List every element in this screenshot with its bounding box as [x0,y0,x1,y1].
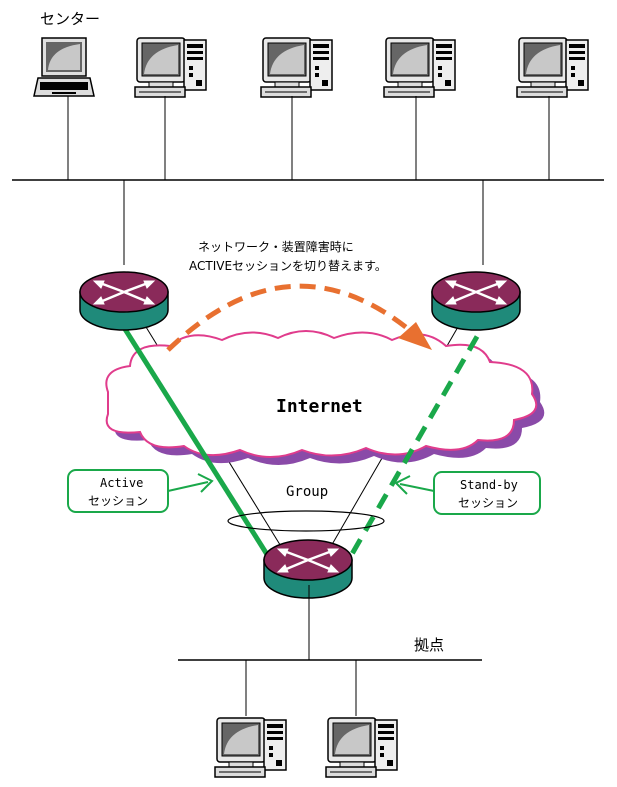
center-label: センター [40,10,100,28]
active-session-callout: Active セッション [67,469,214,513]
branch-label: 拠点 [414,636,444,654]
branch-desktop-icon-1 [214,717,287,778]
annotation-line-2: ACTIVEセッションを切り替えます。 [189,259,387,273]
center-router-left-icon [78,270,170,332]
branch-router-icon [262,538,354,600]
failover-arrowhead [398,322,432,350]
center-desktop-icon-1 [134,37,207,98]
group-ellipse [227,510,385,532]
center-desktop-icon-2 [260,37,333,98]
active-callout-line-1: Active [100,476,143,490]
center-laptop-icon [33,37,95,97]
center-router-right-icon [430,270,522,332]
active-session-line [115,316,271,558]
group-label: Group [286,484,328,500]
center-desktop-icon-4 [516,37,589,98]
standby-callout-line-1: Stand-by [460,478,518,492]
active-callout-line-2: セッション [88,494,148,508]
internet-cloud-icon [105,330,538,458]
internet-label: Internet [276,396,363,417]
standby-session-callout: Stand-by セッション [394,471,541,515]
center-drop-lines [67,96,550,180]
annotation-line-1: ネットワーク・装置障害時に [198,239,354,254]
branch-desktop-icon-2 [325,717,398,778]
standby-callout-line-2: セッション [458,496,518,510]
standby-session-line [349,312,493,556]
center-desktop-icon-3 [383,37,456,98]
failover-arrow [166,283,414,352]
